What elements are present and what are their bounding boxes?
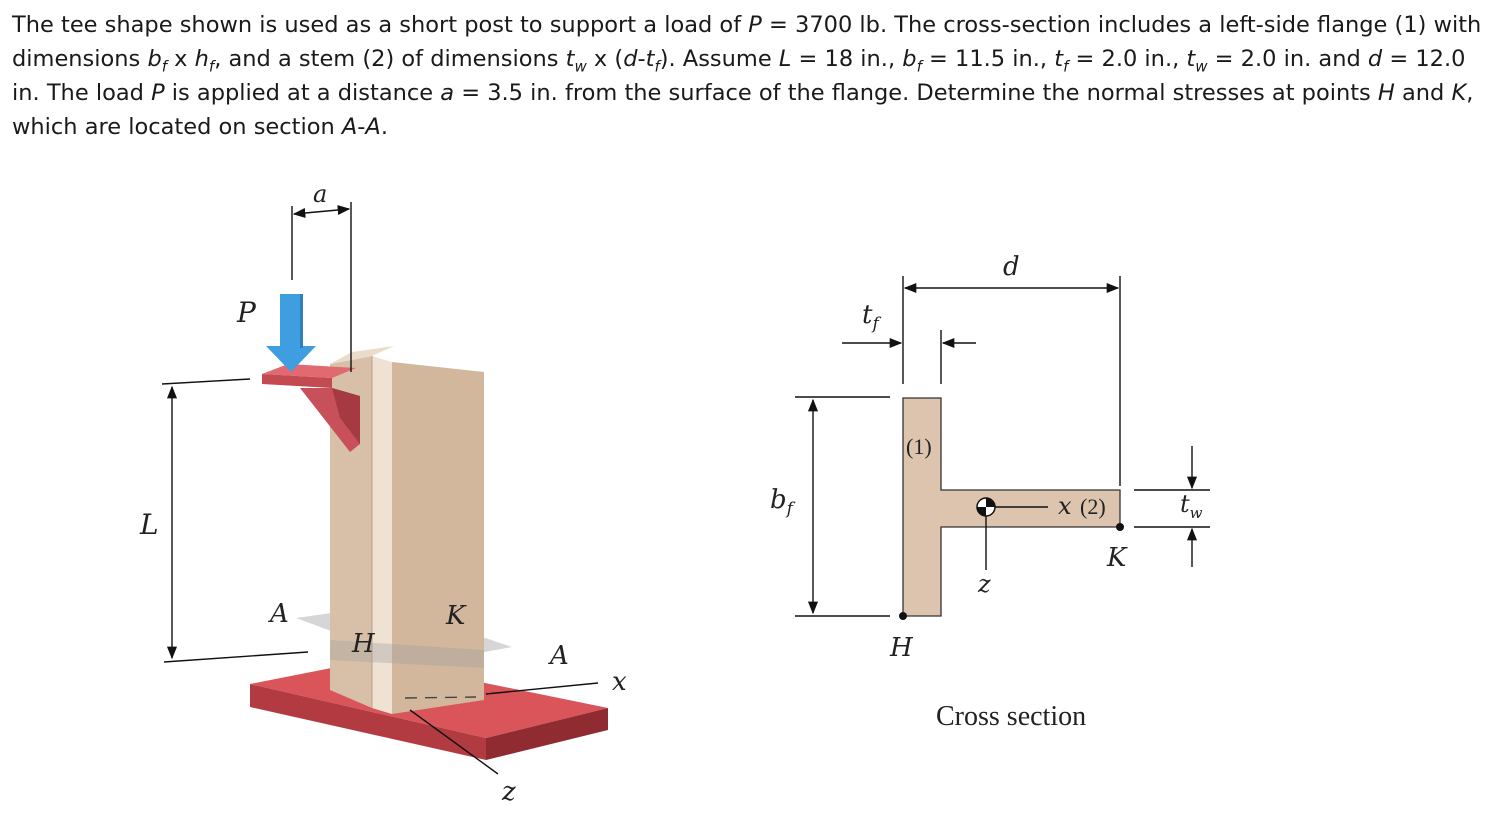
problem-text: The tee shape shown is used as a short p… <box>12 12 749 38</box>
problem-text: and <box>1394 80 1452 106</box>
section-plane-front <box>330 640 484 668</box>
post-web-side <box>392 362 484 714</box>
cross-section-view: d tf bf tw (1) (2) x z K H <box>770 252 1210 732</box>
symbol-A: A <box>341 114 358 140</box>
centroid-icon <box>976 497 996 517</box>
problem-text: , and a stem (2) of dimensions <box>214 46 566 72</box>
symbol-P: P <box>748 12 762 38</box>
subscript-f: f <box>208 57 215 76</box>
subscript-w: w <box>574 57 587 76</box>
label-d: d <box>1003 252 1020 282</box>
symbol-A: A <box>365 114 381 140</box>
label-tf-sub: f <box>870 314 881 334</box>
label-H-section: H <box>889 633 914 663</box>
label-K-3d: K <box>445 601 467 631</box>
subscript-f: f <box>654 57 660 76</box>
problem-text: x ( <box>586 46 624 72</box>
symbol-d: d <box>623 46 638 72</box>
problem-text: = 2.0 in., <box>1068 46 1187 72</box>
post-top <box>330 346 394 364</box>
post-web <box>372 356 392 714</box>
symbol-L: L <box>778 46 792 72</box>
symbol-t: t <box>645 46 655 72</box>
label-tw-sub: w <box>1190 504 1203 522</box>
bracket-gusset-shade <box>332 388 360 444</box>
section-dash <box>404 696 477 699</box>
base-plate-side <box>486 708 608 760</box>
problem-text: x <box>167 46 195 72</box>
symbol-t: t <box>1186 46 1196 72</box>
label-x-section: x <box>1058 492 1072 520</box>
problem-text: = 2.0 in. and <box>1207 46 1368 72</box>
label-tw-base: t <box>1180 490 1190 518</box>
label-bf: bf <box>770 485 796 519</box>
label-part-2: (2) <box>1080 494 1106 519</box>
base-plate-front <box>250 684 486 760</box>
problem-text: = 18 in., <box>791 46 903 72</box>
symbol-b: b <box>147 46 162 72</box>
dim-L-ext-bottom <box>163 651 309 663</box>
bracket-top <box>262 364 356 378</box>
label-tf-base: t <box>862 300 873 330</box>
symbol-t: t <box>565 46 575 72</box>
point-K <box>1116 523 1124 531</box>
z-axis-line <box>409 709 499 775</box>
symbol-P: P <box>151 80 165 106</box>
symbol-H: H <box>1377 80 1395 106</box>
label-x-3d: x <box>612 667 627 697</box>
load-bracket <box>262 364 360 452</box>
symbol-b: b <box>902 46 917 72</box>
symbol-t: t <box>1054 46 1064 72</box>
label-bf-base: b <box>770 485 787 515</box>
problem-text: - <box>357 114 366 140</box>
symbol-d: d <box>1367 46 1383 72</box>
subscript-f: f <box>161 57 168 76</box>
problem-text: , which are located on section <box>12 80 1474 140</box>
dim-a-line <box>292 205 351 218</box>
symbol-K: K <box>1451 80 1467 106</box>
problem-text: = 11.5 in., <box>921 46 1055 72</box>
problem-text: is applied at a distance <box>164 80 441 106</box>
label-H-3d: H <box>351 629 376 659</box>
point-H <box>899 612 907 620</box>
label-a: a <box>313 180 327 208</box>
load-arrow-icon <box>266 294 316 372</box>
label-A-left: A <box>268 599 289 629</box>
label-part-1: (1) <box>906 434 932 459</box>
post-flange-front <box>330 356 372 708</box>
symbol-a: a <box>440 80 455 106</box>
symbol-h: h <box>194 46 209 72</box>
label-P: P <box>236 296 257 329</box>
problem-text: . <box>380 114 388 140</box>
bracket-front <box>262 374 332 388</box>
dim-L-ext-top <box>161 378 251 385</box>
label-L: L <box>139 508 159 541</box>
problem-text: = 3700 lb. The cross-section includes a … <box>12 12 1482 72</box>
subscript-w: w <box>1195 57 1208 76</box>
label-K-section: K <box>1106 543 1128 573</box>
label-A-right: A <box>548 641 569 671</box>
problem-text: - <box>637 46 646 72</box>
label-z-section: z <box>977 570 991 598</box>
label-tw: tw <box>1180 490 1203 522</box>
problem-text: = 12.0 in. The load <box>12 46 1466 106</box>
label-bf-sub: f <box>785 499 796 519</box>
problem-statement: The tee shape shown is used as a short p… <box>12 8 1492 144</box>
label-tf: tf <box>862 300 881 334</box>
problem-text: ). Assume <box>659 46 779 72</box>
problem-text: = 3.5 in. from the surface of the flange… <box>454 80 1378 106</box>
post-3d-view: a P L A H K A x z <box>139 180 627 807</box>
label-z-3d: z <box>501 777 516 807</box>
caption-cross-section: Cross section <box>936 701 1086 732</box>
x-axis-line <box>485 682 599 695</box>
subscript-f: f <box>1063 57 1069 76</box>
subscript-f: f <box>916 57 922 76</box>
